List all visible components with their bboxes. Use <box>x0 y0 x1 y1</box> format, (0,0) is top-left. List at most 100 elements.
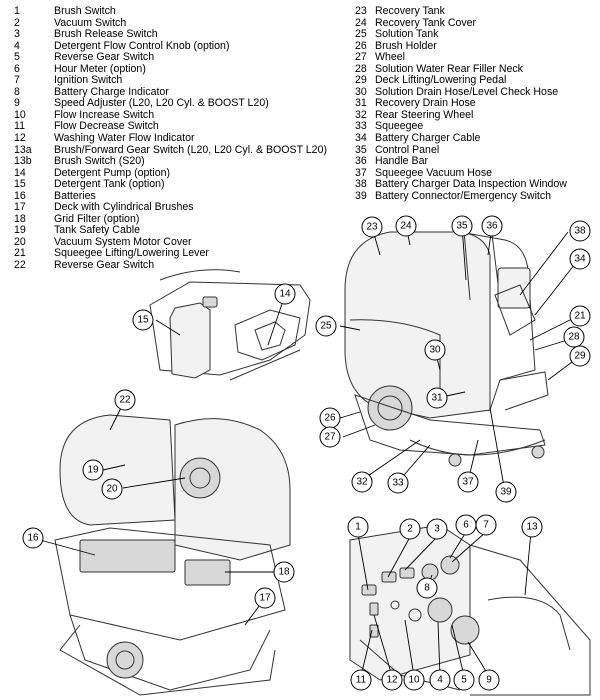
legend-number: 2 <box>14 16 20 29</box>
legend-number: 33 <box>355 120 367 133</box>
callout-15: 15 <box>132 309 154 331</box>
legend-number: 26 <box>355 39 367 52</box>
legend-text: Recovery Drain Hose <box>375 97 476 110</box>
callout-11: 11 <box>350 669 372 691</box>
legend-number: 31 <box>355 97 367 110</box>
callout-35: 35 <box>451 215 473 237</box>
legend-number: 17 <box>14 201 26 214</box>
callout-10-label: 10 <box>408 675 420 686</box>
callout-6: 6 <box>455 514 477 536</box>
legend-number: 3 <box>14 28 20 41</box>
callout-7-label: 7 <box>483 520 489 531</box>
legend-row: 30 Solution Drain Hose/Level Check Hose <box>355 85 595 99</box>
callout-33: 33 <box>387 472 409 494</box>
rear-view-machine <box>344 217 549 467</box>
legend-text: Brush Release Switch <box>54 28 158 41</box>
callout-9: 9 <box>478 669 500 691</box>
callout-26-label: 26 <box>324 413 336 424</box>
legend-text: Detergent Pump (option) <box>54 166 171 179</box>
legend-text: Speed Adjuster (L20, L20 Cyl. & BOOST L2… <box>54 97 269 110</box>
legend-text: Brush Holder <box>375 39 437 52</box>
legend-text: Washing Water Flow Indicator <box>54 132 195 145</box>
legend-row: 14 Detergent Pump (option) <box>10 166 340 180</box>
legend-number: 32 <box>355 108 367 121</box>
legend-number: 14 <box>14 166 26 179</box>
callout-21: 21 <box>569 305 591 327</box>
callout-28-label: 28 <box>568 332 580 343</box>
callout-35-label: 35 <box>456 221 468 232</box>
legend-number: 25 <box>355 28 367 41</box>
legend-row: 8 Battery Charge Indicator <box>10 85 340 99</box>
callout-1: 1 <box>347 516 369 538</box>
callout-24-label: 24 <box>400 221 412 232</box>
legend-text: Squeegee Lifting/Lowering Lever <box>54 247 209 260</box>
legend-text: Recovery Tank <box>375 5 445 17</box>
open-machine-view <box>54 414 291 696</box>
leader-lines <box>39 225 581 677</box>
legend-text: Deck Lifting/Lowering Pedal <box>375 74 507 87</box>
callout-29: 29 <box>569 345 591 367</box>
callout-17-label: 17 <box>259 593 271 604</box>
legend-text: Vacuum System Motor Cover <box>54 235 192 248</box>
callout-38: 38 <box>569 220 591 242</box>
control-panel-view <box>349 524 591 696</box>
callout-33-label: 33 <box>392 478 404 489</box>
callout-25: 25 <box>315 315 337 337</box>
legend-text: Battery Connector/Emergency Switch <box>375 189 552 202</box>
legend-number: 10 <box>14 108 26 121</box>
legend-number: 8 <box>14 85 20 98</box>
callout-2-label: 2 <box>407 524 413 535</box>
callout-11-label: 11 <box>356 675 367 686</box>
callout-23: 23 <box>361 216 383 238</box>
legend-text: Battery Charge Indicator <box>54 85 169 98</box>
callout-7: 7 <box>475 514 497 536</box>
legend-text: Ignition Switch <box>54 74 123 87</box>
callout-21-label: 21 <box>574 311 586 322</box>
legend-number: 24 <box>355 16 367 29</box>
callout-22: 22 <box>114 389 136 411</box>
callout-23-label: 23 <box>366 222 378 233</box>
callout-12: 12 <box>381 669 403 691</box>
callout-6-label: 6 <box>463 520 469 531</box>
legend-text: Vacuum Switch <box>54 16 127 29</box>
legend-text: Rear Steering Wheel <box>375 108 474 121</box>
legend-row: 2 Vacuum Switch <box>10 16 340 30</box>
legend-number: 30 <box>355 85 367 98</box>
callout-12-label: 12 <box>386 675 398 686</box>
callout-19-label: 19 <box>87 465 99 476</box>
legend-number: 19 <box>14 224 26 237</box>
callout-13-label: 13 <box>526 522 538 533</box>
legend-text: Solution Drain Hose/Level Check Hose <box>375 85 559 98</box>
legend-number: 28 <box>355 62 367 75</box>
callout-20: 20 <box>101 478 123 500</box>
legend-number: 11 <box>14 120 25 133</box>
callout-24: 24 <box>395 215 417 237</box>
legend-row: 32 Rear Steering Wheel <box>355 108 595 122</box>
callout-13: 13 <box>521 516 543 538</box>
callout-30-label: 30 <box>429 345 441 356</box>
callout-37: 37 <box>457 471 479 493</box>
callout-36: 36 <box>481 215 503 237</box>
legend-number: 38 <box>355 178 367 191</box>
legend-text: Flow Decrease Switch <box>54 120 159 133</box>
